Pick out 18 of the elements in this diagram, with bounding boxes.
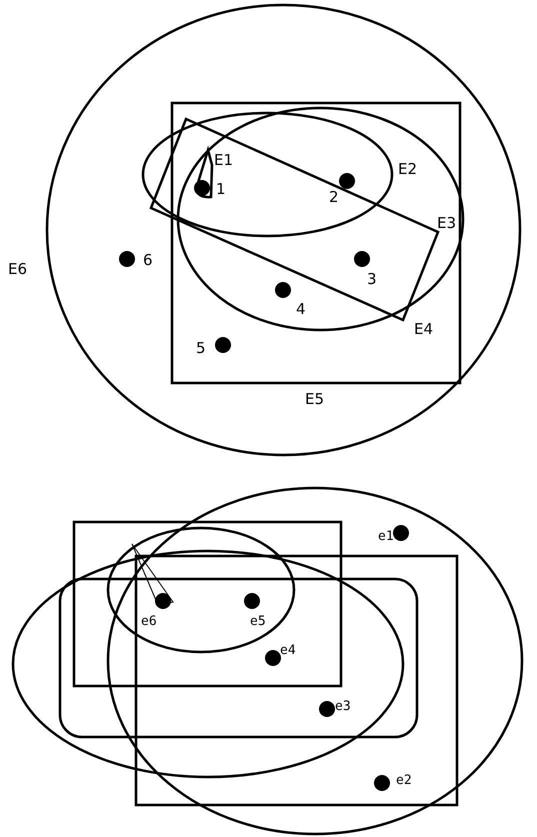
set-label: E4: [414, 322, 434, 337]
vertex-label: 5: [196, 341, 206, 356]
set-label: E1: [214, 153, 234, 168]
vertex-label: e2: [396, 774, 412, 787]
vertex-label: 4: [296, 302, 306, 317]
set-label: E3: [437, 216, 456, 231]
vertex-label: 1: [216, 182, 226, 197]
vertex-label: e6: [141, 615, 157, 628]
vertex-label: e4: [280, 644, 296, 657]
set-label: E6: [8, 262, 28, 277]
vertex-label: e1: [378, 530, 394, 543]
set-label: E2: [398, 162, 418, 177]
set-label: E5: [305, 392, 324, 407]
vertex-label: 2: [329, 190, 339, 205]
vertex-label: 6: [143, 253, 153, 268]
vertex-label: e3: [335, 700, 351, 713]
vertex-label: e5: [250, 615, 266, 628]
vertex-label: 3: [367, 272, 377, 287]
